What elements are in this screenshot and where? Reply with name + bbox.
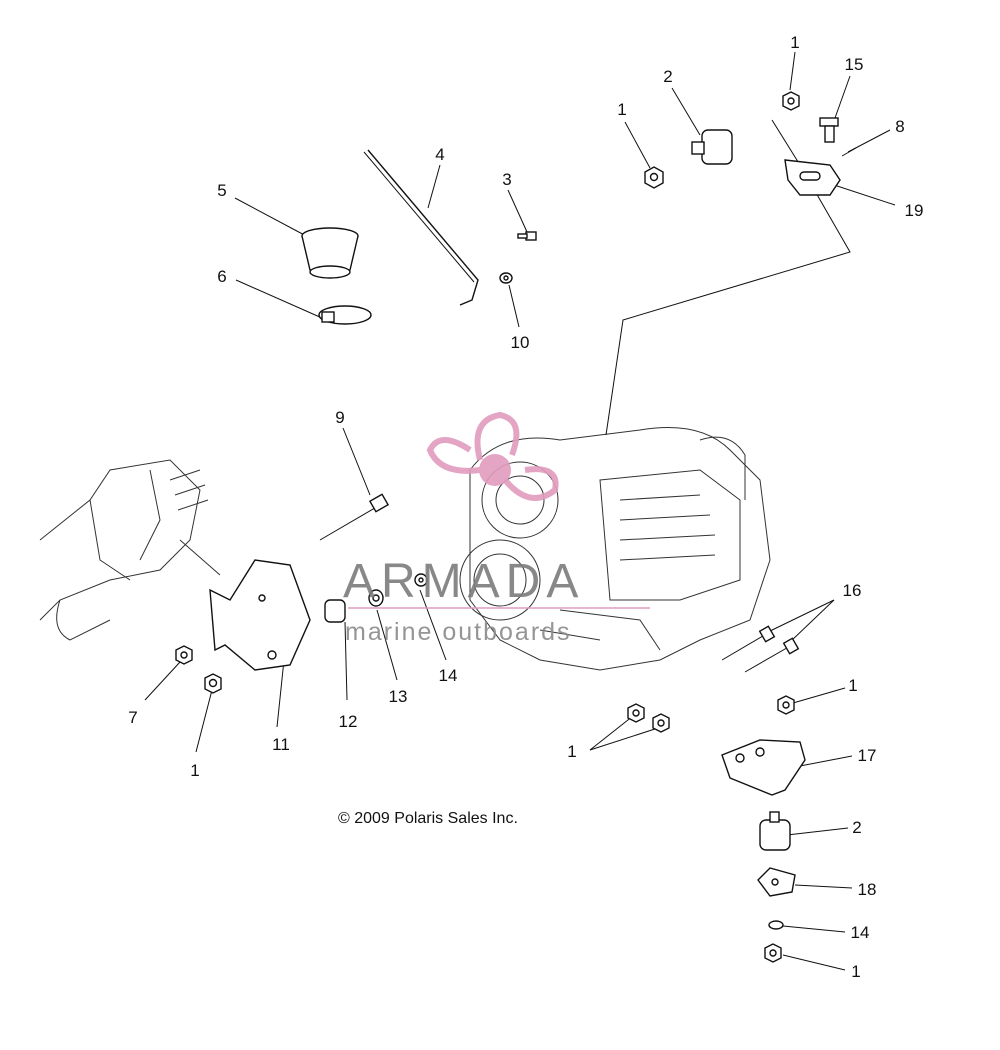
callout-number: 8 (895, 117, 904, 136)
washer-icon (499, 272, 513, 284)
callout-number: 3 (502, 170, 511, 189)
callout-number: 6 (217, 267, 226, 286)
washer-icon (414, 573, 428, 587)
watermark-title: ARMADA (343, 555, 584, 608)
callout-number: 11 (272, 735, 290, 754)
hex-nut-icon (644, 166, 664, 189)
callout-number: 19 (905, 201, 924, 220)
callout-number: 17 (858, 746, 877, 765)
callout-number: 2 (852, 818, 861, 837)
callout-number: 9 (335, 408, 344, 427)
hex-nut-icon (652, 713, 670, 733)
propeller-logo-icon (426, 411, 559, 501)
hose-clamp-icon (318, 305, 372, 325)
callout-number: 18 (858, 880, 877, 899)
frame-section (39, 459, 221, 641)
rubber-mount-icon (691, 129, 733, 165)
long-bolt-icon (319, 493, 390, 541)
hex-nut-icon (204, 673, 222, 694)
hex-nut-icon (627, 703, 645, 723)
small-pin-icon (841, 147, 857, 157)
callout-number: 1 (190, 761, 199, 780)
bolt-icon (721, 625, 800, 673)
hex-nut-icon (782, 91, 800, 111)
engine-assembly (459, 427, 771, 671)
callout-number: 7 (128, 708, 137, 727)
callout-labels: 1 15 2 1 8 4 3 5 19 6 10 9 16 14 1 13 7 … (128, 33, 923, 981)
intake-boot-icon (301, 227, 359, 279)
washer-icon (768, 920, 784, 930)
callout-number: 10 (511, 333, 530, 352)
watermark-subtitle: marine outboards (345, 618, 572, 646)
callout-number: 14 (439, 666, 458, 685)
callout-number: 1 (851, 962, 860, 981)
bracket-icon (757, 867, 796, 897)
hex-nut-icon (777, 695, 795, 715)
callout-number: 14 (851, 923, 870, 942)
engine-mount-bracket-icon (209, 559, 311, 671)
callout-number: 1 (790, 33, 799, 52)
washer-icon (368, 589, 384, 607)
hex-nut-icon (764, 943, 782, 963)
callout-number: 16 (843, 581, 862, 600)
callout-number: 4 (435, 145, 444, 164)
hex-nut-icon (175, 645, 193, 665)
rubber-mount-icon (759, 811, 791, 851)
callout-number: 2 (663, 67, 672, 86)
bolt-icon (819, 117, 839, 143)
callout-number: 12 (339, 712, 358, 731)
rubber-mount-icon (324, 599, 346, 623)
callout-number: 1 (617, 100, 626, 119)
bracket-icon (721, 739, 806, 796)
callout-number: 15 (845, 55, 864, 74)
callout-number: 5 (217, 181, 226, 200)
callout-number: 1 (567, 742, 576, 761)
copyright-notice: © 2009 Polaris Sales Inc. (338, 810, 518, 827)
bracket-icon (784, 159, 841, 196)
callout-number: 1 (848, 676, 857, 695)
callout-number: 13 (389, 687, 408, 706)
screw-icon (517, 231, 537, 241)
rod-icon (363, 149, 479, 306)
